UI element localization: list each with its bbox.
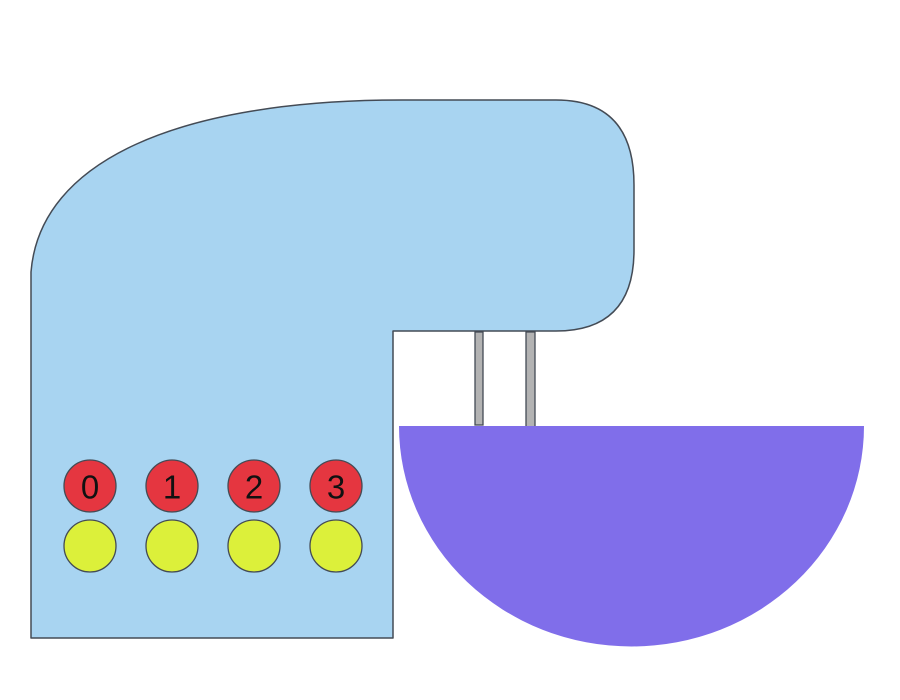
speed-button-3[interactable]: 3 [309, 459, 363, 513]
red-speed-button-icon[interactable] [309, 459, 363, 513]
red-speed-button-icon[interactable] [63, 459, 117, 513]
speed-button-panel: 0 1 2 3 [63, 459, 363, 573]
yellow-indicator-light-icon [145, 519, 199, 573]
speed-button-label: 1 [163, 469, 181, 506]
speed-button-1[interactable]: 1 [145, 459, 199, 513]
yellow-indicator-light-icon [63, 519, 117, 573]
beaters [474, 331, 536, 428]
red-speed-button-icon[interactable] [145, 459, 199, 513]
speed-button-label: 2 [245, 469, 263, 506]
yellow-indicator-light-icon [227, 519, 281, 573]
red-speed-button-icon[interactable] [227, 459, 281, 513]
mixing-bowl [399, 426, 864, 647]
speed-button-label: 3 [327, 469, 345, 506]
speed-button-label: 0 [81, 469, 99, 506]
speed-button-0[interactable]: 0 [63, 459, 117, 513]
beater-right [525, 331, 536, 428]
yellow-indicator-light-icon [309, 519, 363, 573]
beater-left [474, 331, 484, 426]
speed-button-2[interactable]: 2 [227, 459, 281, 513]
